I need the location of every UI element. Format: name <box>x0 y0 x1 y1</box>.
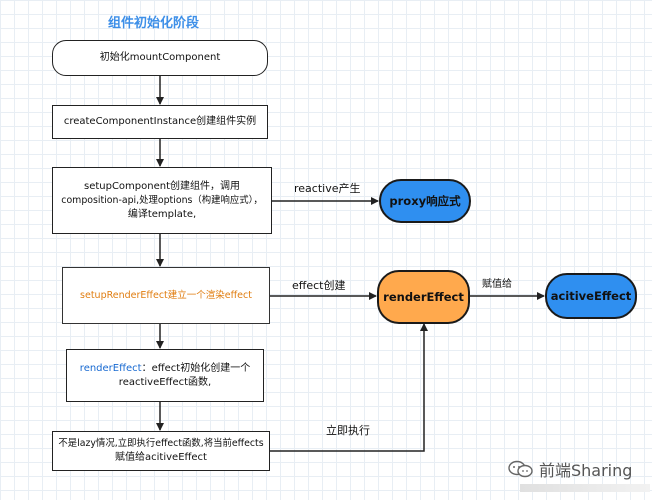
node-create-label: createComponentInstance创建组件实例 <box>63 116 257 127</box>
node-re-desc-highlight: renderEffect <box>79 362 142 374</box>
node-create-instance: createComponentInstance创建组件实例 <box>52 105 268 139</box>
node-mount-label: 初始化mountComponent <box>99 52 221 63</box>
node-setup-render-label: setupRenderEffect建立一个渲染effect <box>80 289 252 301</box>
watermark: 前端Sharing <box>508 457 632 481</box>
node-render-effect-desc: renderEffect：effect初始化创建一个 reactiveEffec… <box>66 349 264 402</box>
watermark-faint-strip <box>520 484 650 492</box>
node-lazy-line2: 赋值给acitiveEffect <box>115 452 207 463</box>
wechat-icon <box>508 460 534 478</box>
node-re-desc-line1: renderEffect：effect初始化创建一个 <box>80 362 250 376</box>
node-re-desc-line2: reactiveEffect函数, <box>118 376 212 388</box>
node-setup-component: setupComponent创建组件，调用 composition-api,处理… <box>52 167 272 234</box>
node-render-effect-label: renderEffect <box>383 290 464 304</box>
label-effect-create: effect创建 <box>292 279 346 292</box>
label-assign: 赋值给 <box>482 279 512 290</box>
node-proxy: proxy响应式 <box>379 179 471 223</box>
node-render-effect: renderEffect <box>377 270 470 324</box>
edge-lazy-to-render <box>270 323 428 452</box>
node-setup-line2: composition-api,处理options（构建响应式）， <box>61 194 263 206</box>
label-reactive: reactive产生 <box>294 182 361 195</box>
node-lazy-line1: 不是lazy情况,立即执行effect函数,将当前effects <box>58 438 264 449</box>
node-mount-component: 初始化mountComponent <box>52 40 268 76</box>
node-setup-render-effect: setupRenderEffect建立一个渲染effect <box>62 267 270 324</box>
watermark-text: 前端Sharing <box>539 461 633 480</box>
label-execute: 立即执行 <box>326 424 370 437</box>
node-lazy-execute: 不是lazy情况,立即执行effect函数,将当前effects 赋值给acit… <box>52 431 270 471</box>
node-re-desc-rest: ：effect初始化创建一个 <box>141 362 251 374</box>
node-active-effect-label: acitiveEffect <box>550 289 632 303</box>
node-active-effect: acitiveEffect <box>545 273 637 319</box>
node-setup-line3: 编译template, <box>127 208 197 220</box>
diagram-title: 组件初始化阶段 <box>108 16 200 31</box>
node-proxy-label: proxy响应式 <box>389 194 461 208</box>
node-setup-line1: setupComponent创建组件，调用 <box>83 180 241 192</box>
